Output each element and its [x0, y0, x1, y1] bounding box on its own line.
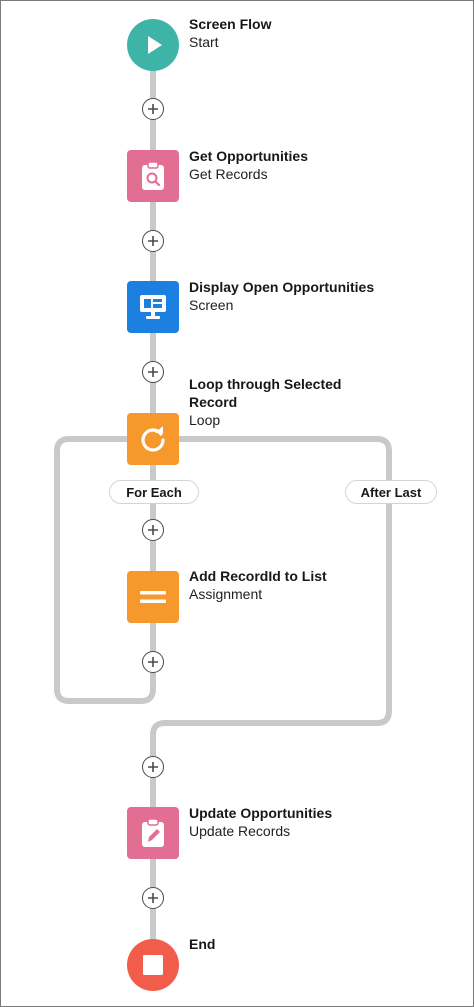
display-screen-node-title: Display Open Opportunities — [189, 279, 375, 295]
assignment-node-subtitle: Assignment — [189, 586, 263, 602]
get-opportunities-node-icon[interactable] — [127, 150, 179, 202]
display-screen-node-subtitle: Screen — [189, 297, 234, 313]
start-node-icon[interactable] — [127, 19, 179, 71]
add-element-button-2[interactable] — [142, 230, 164, 252]
assignment-node-label: Add RecordId to List Assignment — [189, 567, 389, 603]
end-node-icon[interactable] — [127, 939, 179, 991]
connector-loop-back — [54, 436, 156, 704]
update-opportunities-node-label: Update Opportunities Update Records — [189, 804, 389, 840]
path-label-for-each: For Each — [109, 480, 199, 504]
plus-icon — [148, 657, 158, 667]
start-node-label: Screen Flow Start — [189, 15, 389, 51]
play-icon — [148, 36, 162, 54]
display-screen-node-label: Display Open Opportunities Screen — [189, 278, 389, 314]
update-opportunities-node-subtitle: Update Records — [189, 823, 291, 839]
clipboard-search-icon — [142, 161, 164, 190]
display-screen-node-icon[interactable] — [127, 281, 179, 333]
connector-after-last — [150, 436, 392, 966]
get-opportunities-node-subtitle: Get Records — [189, 166, 268, 182]
add-element-button-4[interactable] — [142, 519, 164, 541]
plus-icon — [148, 762, 158, 772]
get-opportunities-node-title: Get Opportunities — [189, 148, 308, 164]
add-element-button-3[interactable] — [142, 361, 164, 383]
plus-icon — [148, 525, 158, 535]
plus-icon — [148, 893, 158, 903]
equals-icon — [140, 591, 166, 603]
start-node-subtitle: Start — [189, 34, 219, 50]
get-opportunities-node-label: Get Opportunities Get Records — [189, 147, 389, 183]
stop-icon — [143, 955, 163, 975]
add-element-button-6[interactable] — [142, 756, 164, 778]
loop-node-subtitle: Loop — [189, 412, 221, 428]
plus-icon — [148, 236, 158, 246]
update-opportunities-node-title: Update Opportunities — [189, 805, 333, 821]
loop-node-title: Loop through Selected Record — [189, 376, 342, 410]
update-opportunities-node-icon[interactable] — [127, 807, 179, 859]
loop-node-icon[interactable] — [127, 413, 179, 465]
add-element-button-1[interactable] — [142, 98, 164, 120]
plus-icon — [148, 367, 158, 377]
path-label-after-last: After Last — [345, 480, 437, 504]
screen-icon — [140, 295, 166, 319]
add-element-button-5[interactable] — [142, 651, 164, 673]
clipboard-edit-icon — [142, 818, 164, 847]
assignment-node-icon[interactable] — [127, 571, 179, 623]
loop-icon — [141, 426, 165, 452]
plus-icon — [148, 104, 158, 114]
loop-node-label: Loop through Selected Record Loop — [189, 375, 369, 429]
add-element-button-7[interactable] — [142, 887, 164, 909]
start-node-title: Screen Flow — [189, 16, 272, 32]
end-node-title: End — [189, 936, 216, 952]
assignment-node-title: Add RecordId to List — [189, 568, 327, 584]
end-node-label: End — [189, 935, 389, 953]
